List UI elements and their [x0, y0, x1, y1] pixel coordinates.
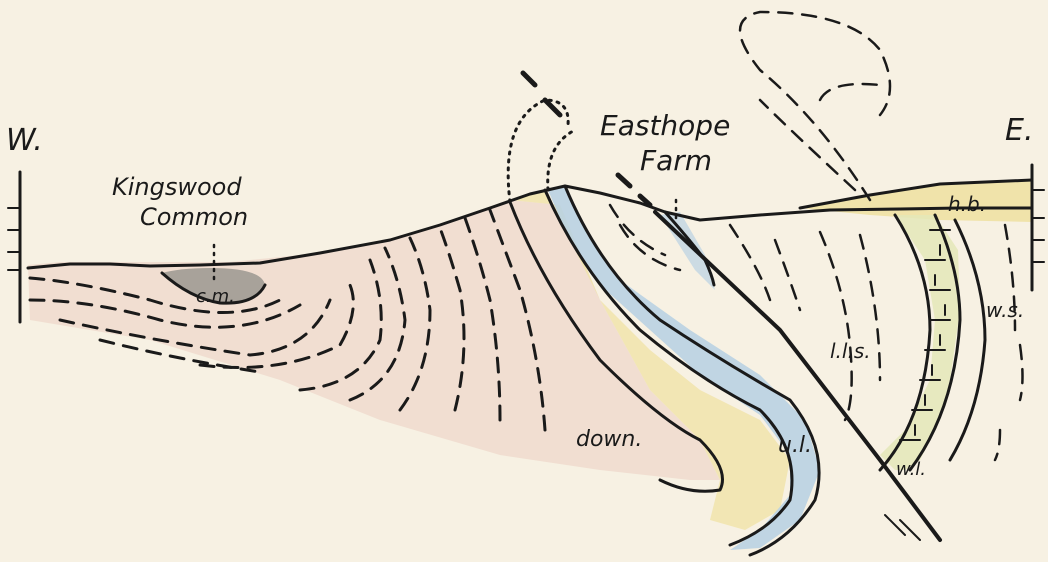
downtonian-label: down.: [576, 427, 642, 452]
fold-projection-dotted-2: [548, 130, 575, 190]
wenlock-limestone-label: w.l.: [896, 459, 926, 480]
coal-measures-label: c.m.: [196, 286, 235, 307]
hoar-edge-label: h.b.: [948, 192, 986, 216]
kingswood-label-line2: Common: [140, 203, 248, 231]
kingswood-label-line1: Kingswood: [112, 173, 242, 201]
easthope-label-line2: Farm: [640, 144, 712, 177]
anticline-projection-outer: [740, 12, 890, 200]
fault-movement-arrow: [885, 515, 920, 540]
easthope-label-line1: Easthope: [600, 109, 730, 142]
west-axis-ticks: [8, 208, 20, 270]
lower-ludlow-label: l.l.s.: [830, 339, 871, 363]
upper-ludlow-label: u.l.: [778, 433, 812, 458]
anticline-projection-inner: [760, 84, 880, 190]
west-label: W.: [6, 123, 43, 158]
east-label: E.: [1005, 113, 1034, 148]
wenlock-shale-label: w.s.: [986, 298, 1024, 322]
east-axis-ticks: [1032, 190, 1044, 262]
east-dashed-beds: [995, 225, 1023, 460]
